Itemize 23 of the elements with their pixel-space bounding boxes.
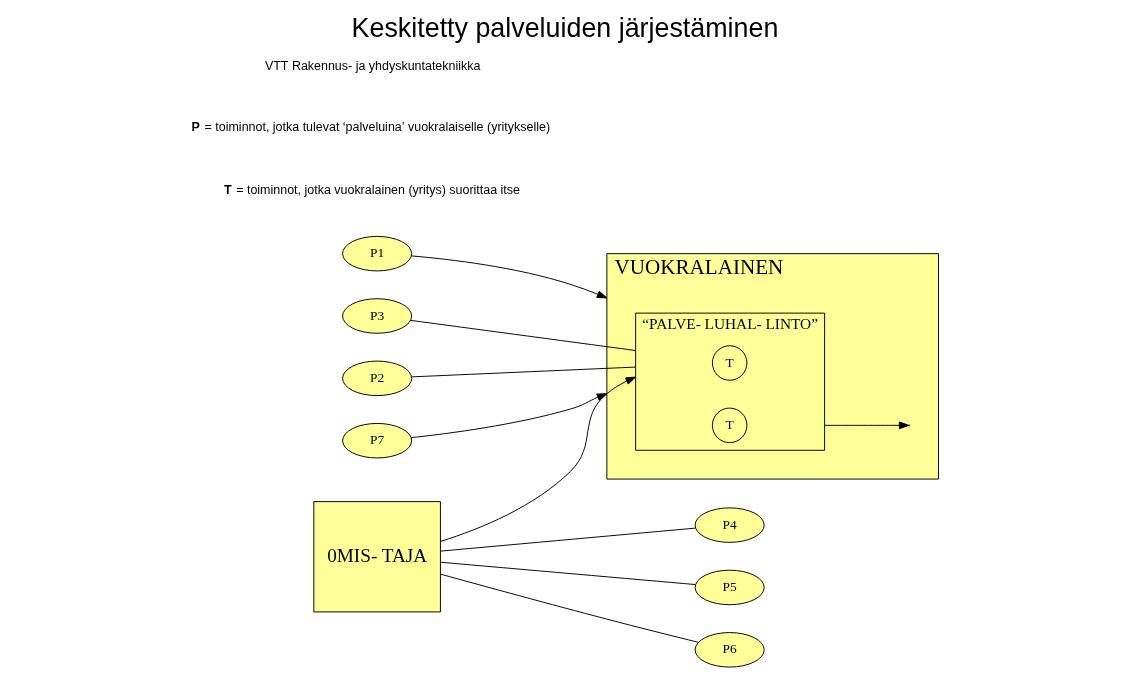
node-ellipse: P5 bbox=[694, 569, 765, 606]
label: P = toiminnot, jotka tulevat ‘palveluina’ vuokralaiselle (yritykselle) bbox=[191, 120, 550, 135]
node-ellipse: P3 bbox=[341, 298, 412, 334]
connector bbox=[439, 527, 696, 552]
arrow bbox=[410, 393, 607, 439]
diagram-title: Keskitetty palveluiden järjestäminen bbox=[351, 13, 778, 44]
node-circle: T bbox=[711, 345, 747, 381]
arrow bbox=[439, 376, 636, 542]
arrow bbox=[410, 255, 607, 299]
arrow bbox=[823, 421, 909, 430]
node-circle: T bbox=[711, 407, 747, 444]
connector bbox=[409, 319, 636, 351]
label: T = toiminnot, jotka vuokralainen (yritys) suorittaa itse bbox=[223, 182, 520, 197]
node-ellipse: P2 bbox=[341, 360, 412, 397]
node-ellipse: P1 bbox=[341, 235, 412, 272]
node-ellipse: P6 bbox=[694, 632, 765, 668]
node-box: 0MIS- TAJA bbox=[312, 501, 441, 613]
label: VTT Rakennus- ja yhdyskuntatekniikka bbox=[264, 58, 480, 73]
connector bbox=[439, 573, 699, 643]
node-ellipse: P7 bbox=[341, 422, 412, 459]
connector bbox=[410, 366, 636, 378]
node-ellipse: P4 bbox=[694, 507, 765, 543]
connector bbox=[439, 561, 696, 585]
